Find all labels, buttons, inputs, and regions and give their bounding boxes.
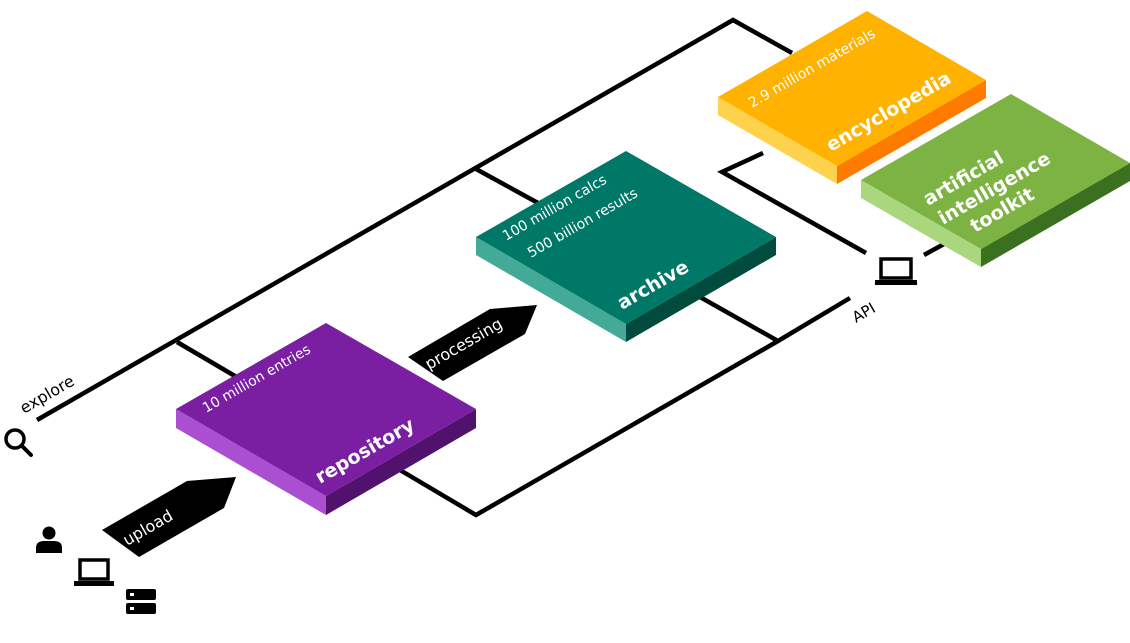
connection-lines: [35, 17, 946, 518]
encyclopedia-right-face: [837, 80, 986, 184]
api-laptop-icon[interactable]: [875, 257, 917, 285]
ai-toolkit-right-face: [981, 163, 1130, 267]
archive-right-face: [626, 237, 776, 342]
repository-right-face: [326, 409, 476, 515]
processing-arrow: processing: [408, 305, 537, 381]
api-line: [398, 296, 852, 518]
server-icon: [126, 589, 156, 614]
explore-to-archive: [474, 167, 540, 205]
upload-arrow: upload: [102, 477, 236, 557]
encyclopedia-block[interactable]: 2.9 million materials encyclopedia: [718, 11, 986, 184]
ai-toolkit-top-face: [861, 94, 1130, 249]
api-label: API: [849, 299, 879, 326]
ai-toolkit-block[interactable]: artificial intelligence toolkit: [861, 94, 1130, 267]
repository-block[interactable]: 10 million entries repository: [176, 323, 476, 515]
archive-top-face: [476, 151, 776, 324]
encyclopedia-left-face: [718, 97, 837, 184]
encyclopedia-to-api: [717, 150, 868, 255]
archive-left-face: [476, 237, 626, 342]
laptop-icon: [74, 558, 114, 586]
user-icon: [36, 526, 62, 553]
archive-to-api: [698, 295, 780, 343]
search-icon[interactable]: [4, 428, 33, 457]
explore-to-repository: [175, 340, 242, 381]
repository-top-face: [176, 323, 476, 496]
encyclopedia-top-face: [718, 11, 986, 166]
explore-label: explore: [17, 371, 78, 417]
explore-line: [35, 17, 794, 422]
repository-left-face: [176, 409, 326, 515]
ai-toolkit-left-face: [861, 180, 981, 267]
ai-toolkit-to-api: [922, 242, 946, 257]
